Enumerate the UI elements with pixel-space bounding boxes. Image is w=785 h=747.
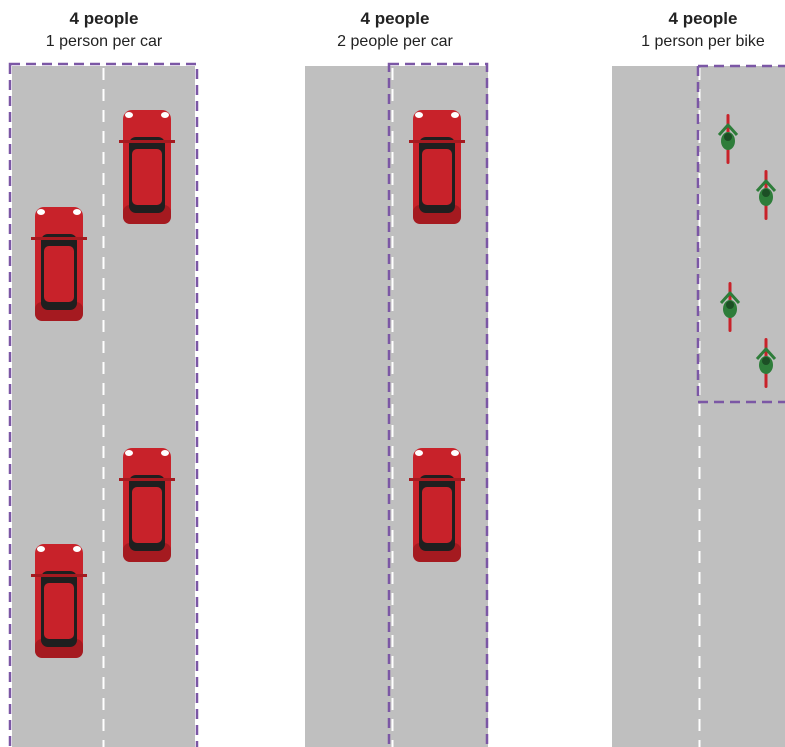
panel3-highlight-box <box>696 64 785 404</box>
car-icon <box>409 448 465 562</box>
car-icon <box>31 544 87 658</box>
panel3-subtitle: 1 person per bike <box>641 33 765 50</box>
car-icon <box>31 207 87 321</box>
panel3-road <box>612 64 785 747</box>
car-icon <box>119 448 175 562</box>
panel3-title: 4 people <box>668 9 738 28</box>
panel1-subtitle: 1 person per car <box>45 33 163 50</box>
panel1-highlight-box <box>8 62 199 747</box>
panel2-title: 4 people <box>360 9 430 28</box>
car-icon <box>119 110 175 224</box>
car-icon <box>409 110 465 224</box>
panel2-subtitle: 2 people per car <box>337 33 453 50</box>
panel1-title: 4 people <box>69 9 139 28</box>
panel2-highlight-box <box>387 62 489 747</box>
